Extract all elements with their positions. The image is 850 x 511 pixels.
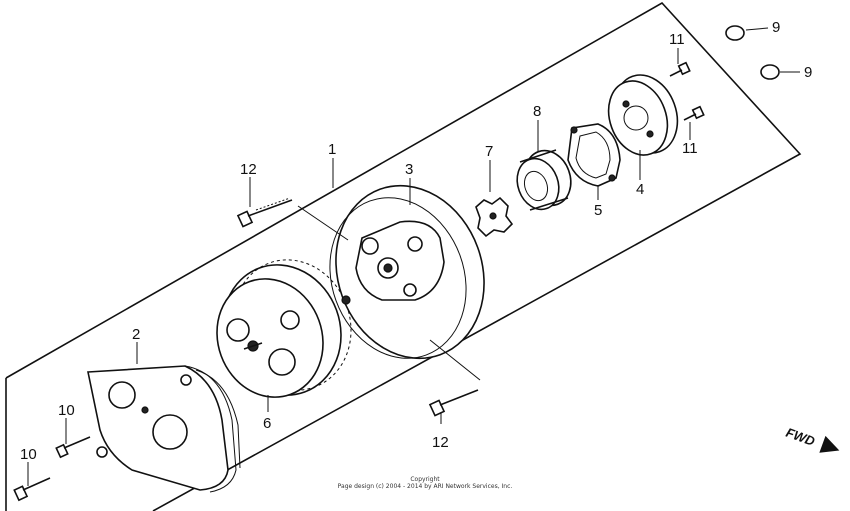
callout-2: 2 <box>132 326 140 343</box>
bolt-12-upper <box>236 197 293 228</box>
copyright-footer: Copyright Page design (c) 2004 - 2014 by… <box>0 476 850 490</box>
callout-4: 4 <box>636 181 644 198</box>
assembly-outline <box>5 1 802 511</box>
callout-labels: 1 2 3 4 5 6 7 8 9 9 10 10 11 11 12 12 <box>20 19 812 463</box>
bolt-11-lower <box>683 105 705 121</box>
callout-12-lower: 12 <box>432 434 449 451</box>
callout-9-lower: 9 <box>804 64 812 81</box>
part-5-gasket <box>567 123 621 187</box>
fwd-arrowhead-icon <box>819 435 840 453</box>
callout-3: 3 <box>405 161 413 178</box>
forward-direction-arrow: FWD <box>784 425 840 453</box>
part-8-outer-rotor <box>516 149 572 211</box>
callout-11-upper: 11 <box>669 31 685 48</box>
part-2-pump-cover <box>87 365 241 493</box>
callout-7: 7 <box>485 143 493 160</box>
part-7-inner-rotor <box>475 196 514 238</box>
part-3-pump-body <box>329 184 485 360</box>
bolt-12-lower <box>428 389 479 417</box>
page-design-credit: Page design (c) 2004 - 2014 by ARI Netwo… <box>337 483 513 490</box>
callout-10-lower: 10 <box>20 446 37 463</box>
callout-1: 1 <box>328 141 336 158</box>
callout-5: 5 <box>594 202 602 219</box>
bolt-10-upper <box>55 436 91 459</box>
bolt-10-lower <box>13 477 51 502</box>
copyright-line: Copyright <box>410 476 440 483</box>
callout-11-lower: 11 <box>682 140 698 157</box>
callout-12-upper: 12 <box>240 161 257 178</box>
callout-9-upper: 9 <box>772 19 780 36</box>
part-9-o-rings <box>725 25 780 80</box>
fwd-label: FWD <box>784 425 818 449</box>
callout-10-upper: 10 <box>58 402 75 419</box>
bolt-11-upper <box>669 61 691 77</box>
part-4-end-cover <box>607 74 679 156</box>
callout-8: 8 <box>533 103 541 120</box>
part-6-driven-sprocket <box>216 259 352 398</box>
leader-lines <box>27 27 800 486</box>
callout-6: 6 <box>263 415 271 432</box>
